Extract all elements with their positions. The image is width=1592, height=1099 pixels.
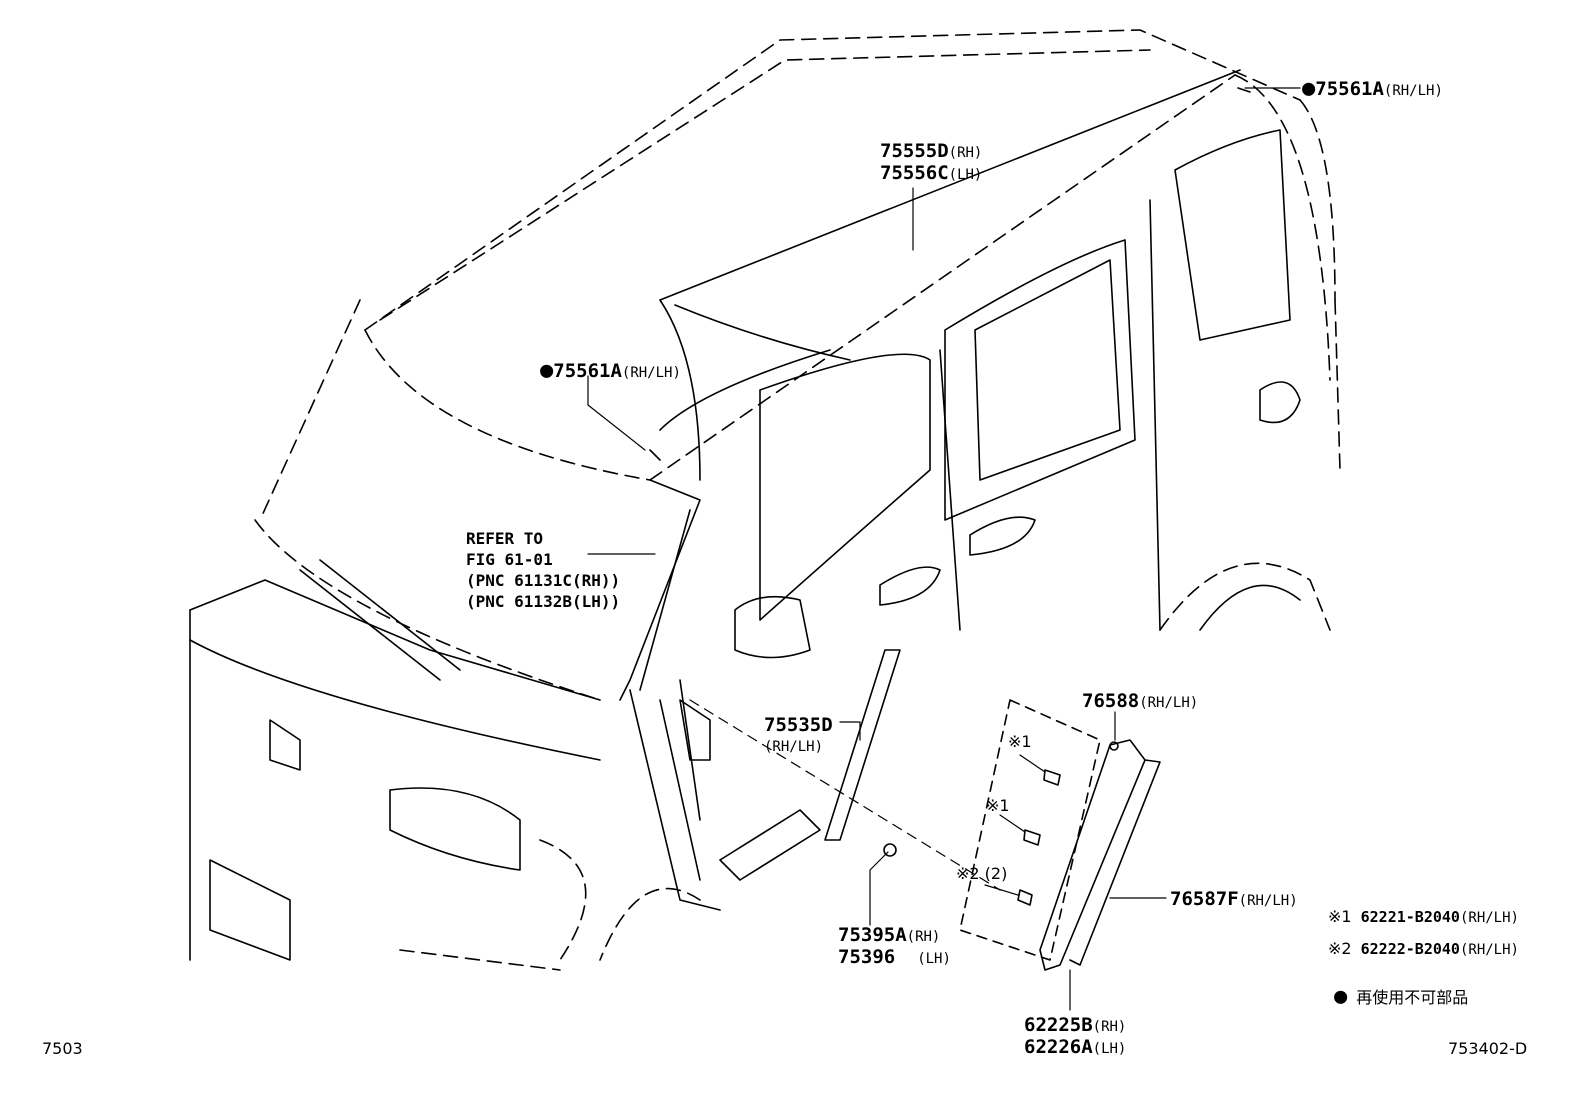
callout-75556c: 75556C(LH) [880,162,982,186]
front-body [189,519,701,971]
legend-row-1: ※1 62221-B2040(RH/LH) [1328,906,1519,929]
callout-76588: 76588(RH/LH) [1082,690,1198,714]
part-side: (LH) [1092,1041,1127,1057]
callout-62226a: 62226A(LH) [1024,1036,1126,1060]
part-side: (RH/LH) [1383,83,1443,99]
callout-75561a-mid: ●75561A(RH/LH) [540,360,681,384]
refer-line: (PNC 61132B(LH)) [466,592,621,611]
legend-text: 再使用不可部品 [1356,988,1469,1007]
legend-part: 62222-B2040 [1360,940,1460,958]
refer-line: (PNC 61131C(RH)) [466,571,621,590]
part-number: 75561A [553,360,622,382]
legend-row-3: ● 再使用不可部品 [1334,986,1468,1009]
side-doors [734,129,1331,659]
part-side: (RH) [1092,1019,1127,1035]
refer-line: FIG 61-01 [466,550,553,569]
leader-lines [587,87,1301,1011]
part-number: 75556C [880,162,949,184]
part-side: (RH/LH) [621,365,681,381]
part-number: 62226A [1024,1036,1093,1058]
part-number: 75561A [1315,78,1384,100]
part-number: 75535D [764,714,833,736]
legend-row-2: ※2 62222-B2040(RH/LH) [1328,938,1519,961]
legend-side: (RH/LH) [1459,942,1519,958]
rear-pillar-garnish [649,87,1251,971]
callout-75561a-top: ●75561A(RH/LH) [1302,78,1443,102]
callout-75535d: 75535D (RH/LH) [764,714,833,758]
refer-note: REFER TO FIG 61-01 (PNC 61131C(RH)) (PNC… [466,528,620,612]
legend-mark: ※1 [1328,907,1352,926]
part-number: 75555D [880,140,949,162]
figure-group-number: 7503 [42,1039,83,1058]
legend-side: (RH/LH) [1459,910,1519,926]
part-side: (RH/LH) [1238,893,1298,909]
part-number: 76588 [1082,690,1140,712]
a-pillar [619,299,851,911]
refer-line: REFER TO [466,529,544,548]
non-reusable-dot-icon: ● [1302,76,1316,101]
callout-62225b: 62225B(RH) [1024,1014,1126,1038]
callout-76587f: 76587F(RH/LH) [1170,888,1298,912]
part-side: (RH) [948,145,983,161]
part-side: (LH) [917,951,951,967]
part-number: 75396 [838,946,896,968]
roof-outline [259,29,1341,521]
part-number: 75395A [838,924,907,946]
part-side: (RH/LH) [1139,695,1199,711]
clip-mark-1: ※1 [986,796,1010,815]
non-reusable-dot-icon: ● [1334,984,1348,1009]
legend-mark: ※2 [1328,939,1352,958]
figure-id: 753402-D [1448,1039,1528,1058]
legend-part: 62221-B2040 [1360,908,1460,926]
callout-75555d: 75555D(RH) [880,140,982,164]
part-number: 62225B [1024,1014,1093,1036]
callout-75396: 75396 (LH) [838,946,951,970]
clip-mark-2: ※2 (2) [956,864,1008,883]
part-number: 76587F [1170,888,1239,910]
part-side: (RH) [906,929,941,945]
part-side: (RH/LH) [764,739,824,755]
non-reusable-dot-icon: ● [540,358,554,383]
callout-75395a: 75395A(RH) [838,924,940,948]
part-side: (LH) [948,167,983,183]
clip-mark-1: ※1 [1008,732,1032,751]
